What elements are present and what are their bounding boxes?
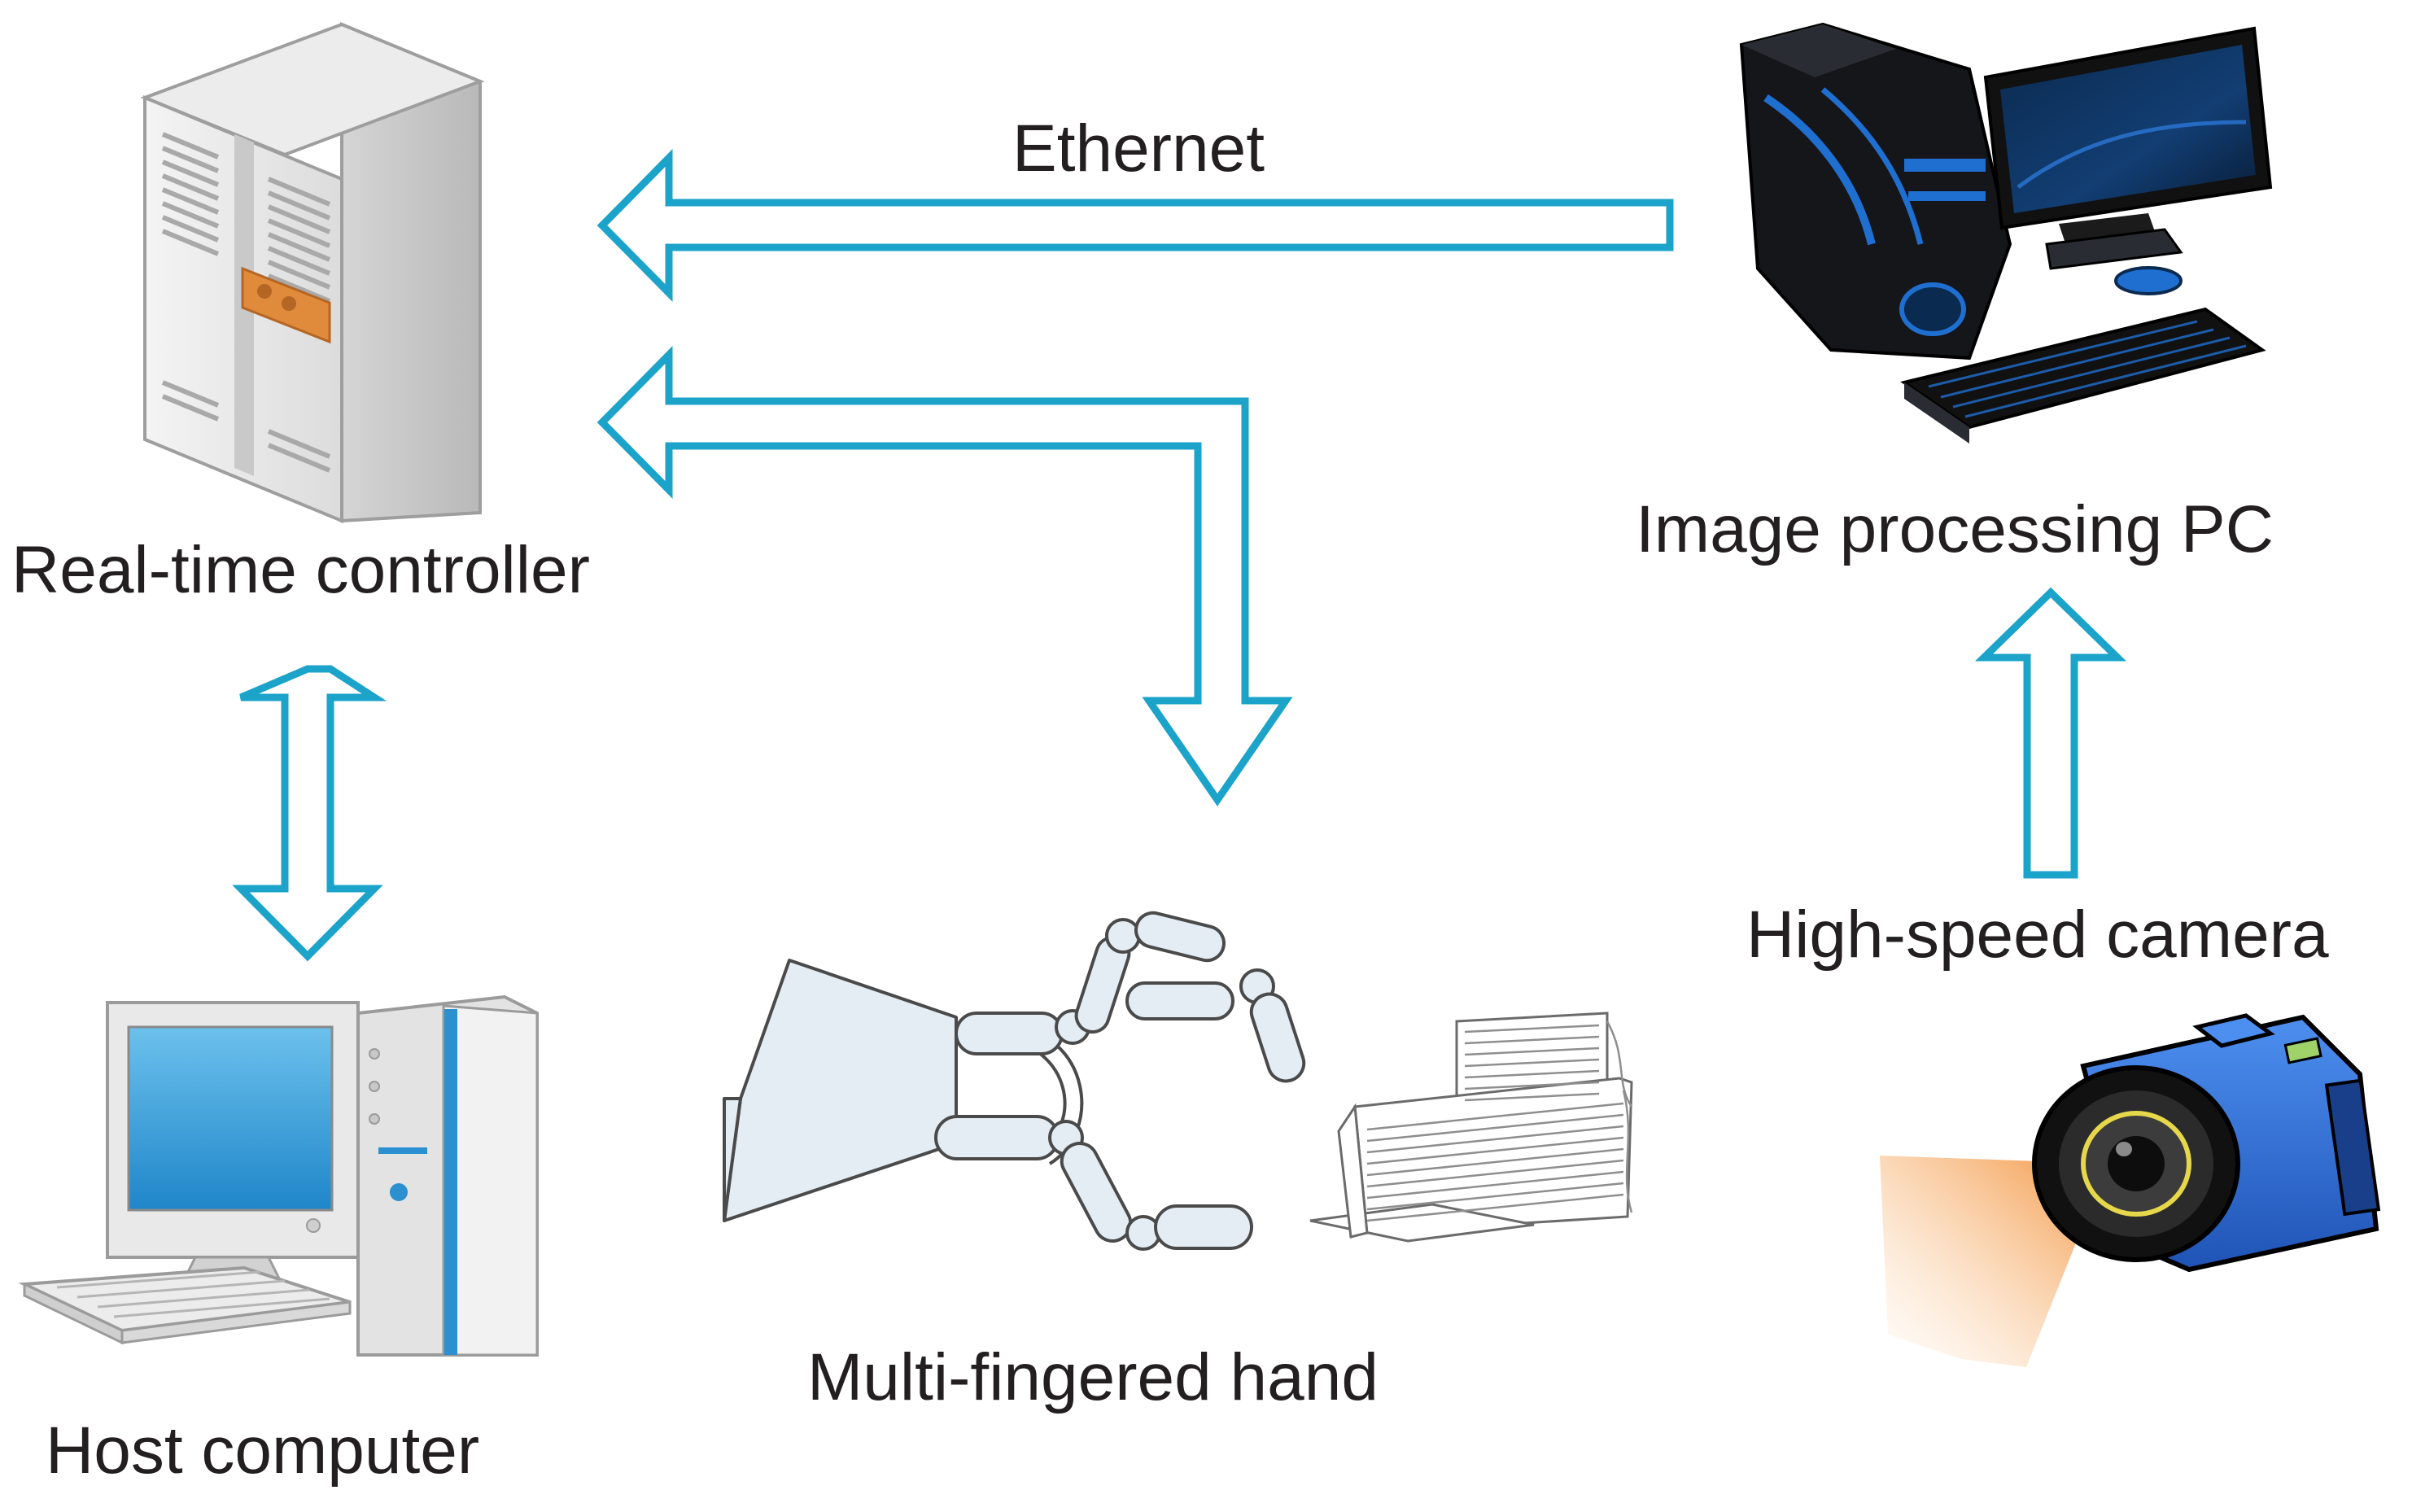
label-high-speed-camera: High-speed camera <box>1746 898 2329 972</box>
desktop-computer-icon <box>18 994 539 1357</box>
ethernet-arrow <box>596 149 1674 302</box>
label-multi-fingered-hand: Multi-fingered hand <box>807 1340 1379 1414</box>
controller-host-arrow <box>232 665 387 962</box>
label-host-computer: Host computer <box>46 1414 480 1488</box>
gaming-pc-icon <box>1739 22 2273 444</box>
label-realtime-controller: Real-time controller <box>11 533 590 607</box>
label-ethernet: Ethernet <box>1012 111 1265 186</box>
paper-stack-icon <box>1309 1012 1633 1243</box>
server-tower-icon <box>140 22 485 523</box>
robot-hand-icon <box>723 911 1306 1251</box>
high-speed-camera-icon <box>1880 1013 2381 1367</box>
camera-pc-arrow <box>1974 587 2127 879</box>
label-image-processing-pc: Image processing PC <box>1636 492 2274 566</box>
controller-hand-arrow <box>596 346 1293 806</box>
